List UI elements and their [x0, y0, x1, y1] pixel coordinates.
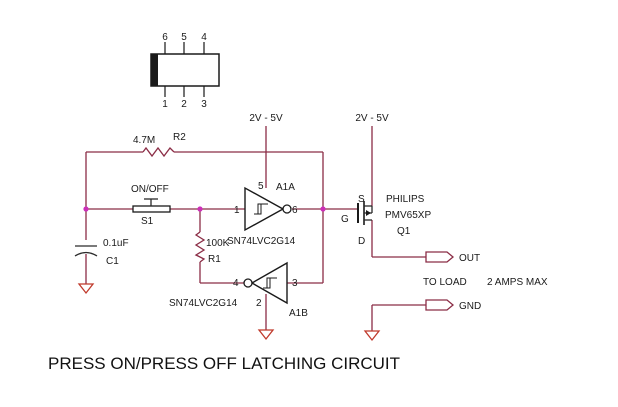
a1a-pin-in: 1 — [234, 205, 240, 216]
r1-ref: R1 — [208, 254, 221, 265]
a1b-inverter — [243, 261, 288, 305]
package-pin-3: 3 — [201, 99, 207, 110]
gnd-port-label: GND — [459, 301, 481, 312]
supply-label-a1: 2V - 5V — [249, 113, 283, 124]
r2-value: 4.7M — [133, 135, 155, 146]
s1-ref: S1 — [141, 216, 154, 227]
r2-ref: R2 — [173, 132, 186, 143]
package-pin-4: 4 — [201, 32, 207, 43]
a1a-pin-vcc: 5 — [258, 181, 264, 192]
a1b-pin-out: 4 — [233, 278, 239, 289]
supply-label-q1: 2V - 5V — [355, 113, 389, 124]
ground-symbol-c1 — [77, 283, 95, 295]
package-pin-2: 2 — [181, 99, 187, 110]
a1b-ref: A1B — [289, 308, 308, 319]
page-title: PRESS ON/PRESS OFF LATCHING CIRCUIT — [48, 354, 400, 373]
q1-pin-d: D — [358, 236, 365, 247]
r1-resistor — [194, 231, 206, 263]
r2-resistor — [142, 146, 175, 158]
q1-part: PMV65XP — [385, 210, 431, 221]
q1-pin-g: G — [341, 214, 349, 225]
package-pin-6: 6 — [162, 32, 168, 43]
junction-dot — [320, 206, 326, 212]
package-body — [150, 53, 220, 87]
junction-dot — [83, 206, 89, 212]
c1-capacitor — [74, 245, 98, 257]
out-port-label: OUT — [459, 253, 480, 264]
q1-pin-s: S — [358, 194, 365, 205]
load-note: TO LOAD — [423, 277, 467, 288]
a1a-part: SN74LVC2G14 — [227, 236, 296, 247]
max-current-note: 2 AMPS MAX — [487, 277, 548, 288]
s1-value: ON/OFF — [131, 184, 169, 195]
gnd-port — [425, 299, 455, 311]
package-pin-5: 5 — [181, 32, 187, 43]
c1-ref: C1 — [106, 256, 119, 267]
s1-switch — [132, 198, 171, 213]
package-pin-1: 1 — [162, 99, 168, 110]
junction-dot — [197, 206, 203, 212]
q1-ref: Q1 — [397, 226, 411, 237]
a1a-pin-out: 6 — [292, 205, 298, 216]
out-port — [425, 251, 455, 263]
a1a-inverter — [244, 186, 292, 232]
a1b-part: SN74LVC2G14 — [169, 298, 238, 309]
r1-value: 100K — [206, 238, 230, 249]
q1-mosfet — [357, 201, 373, 225]
c1-value: 0.1uF — [103, 238, 129, 249]
a1a-ref: A1A — [276, 182, 295, 193]
q1-maker: PHILIPS — [386, 194, 425, 205]
ground-symbol-a1b — [257, 329, 275, 341]
a1b-pin-gnd: 2 — [256, 298, 262, 309]
ic-package — [150, 42, 220, 97]
a1b-pin-in: 3 — [292, 278, 298, 289]
ground-symbol-port — [363, 330, 381, 342]
pin1-marker — [151, 54, 158, 86]
